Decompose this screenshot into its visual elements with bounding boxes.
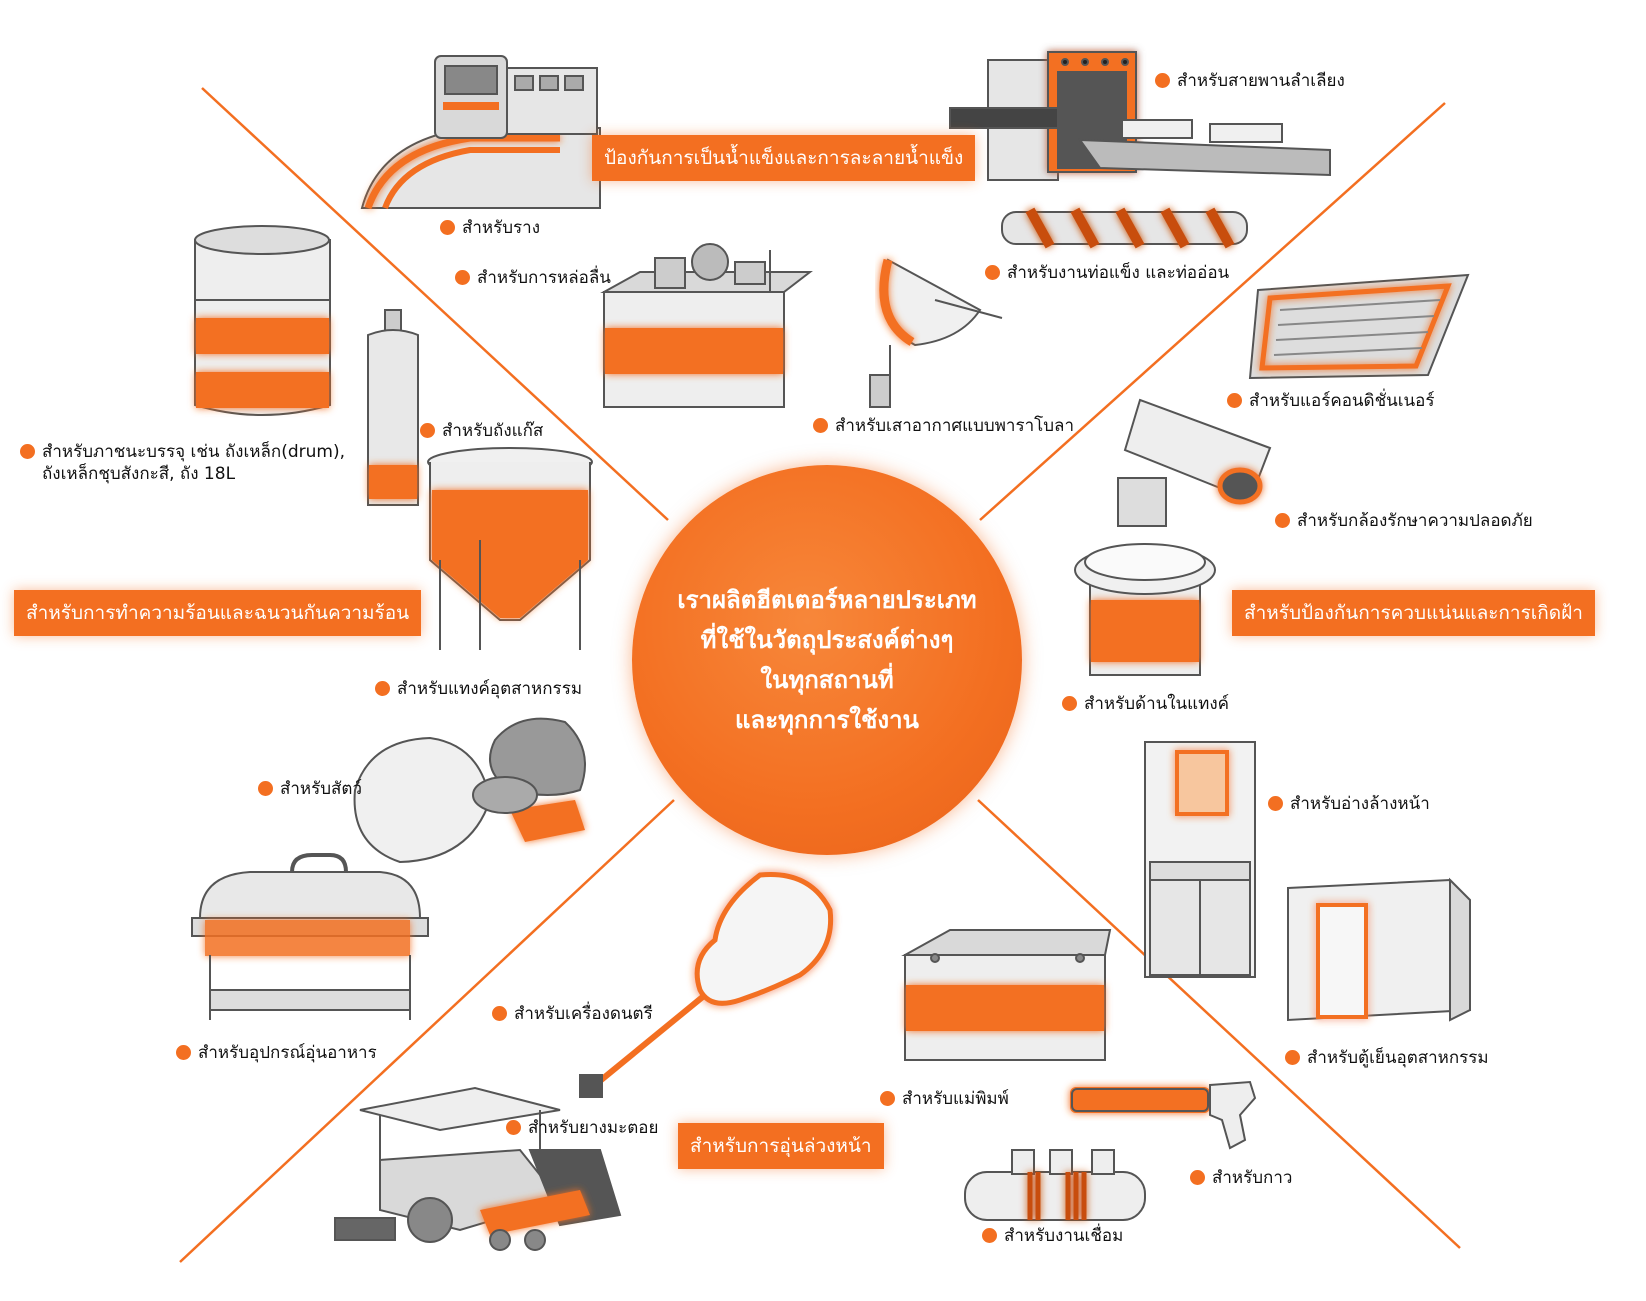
gas-cylinder-icon bbox=[367, 309, 419, 506]
label-glue: สำหรับกาว bbox=[1190, 1167, 1292, 1189]
label-camera: สำหรับกล้องรักษาความปลอดภัย bbox=[1275, 510, 1533, 532]
security-camera-icon bbox=[1117, 398, 1272, 527]
bullet-icon bbox=[813, 418, 828, 433]
label-weld: สำหรับงานเชื่อม bbox=[982, 1225, 1123, 1247]
animal-rocks-icon bbox=[353, 717, 586, 864]
tank-lid-icon bbox=[1074, 543, 1216, 676]
center-line-4: และทุกการใช้งาน bbox=[735, 706, 919, 734]
walk-in-fridge-icon bbox=[1287, 877, 1471, 1022]
label-tank-inside: สำหรับด้านในแทงค์ bbox=[1062, 693, 1229, 715]
category-heating: สำหรับการทำความร้อนและฉนวนกันความร้อน bbox=[14, 590, 422, 636]
bullet-icon bbox=[982, 1228, 997, 1243]
bullet-icon bbox=[1268, 796, 1283, 811]
center-circle: เราผลิตฮีตเตอร์หลายประเภท ที่ใช้ในวัตถุป… bbox=[632, 465, 1022, 855]
category-condensation: สำหรับป้องกันการควบแน่นและการเกิดฝ้า bbox=[1232, 590, 1595, 636]
bullet-icon bbox=[1155, 73, 1170, 88]
label-conveyor: สำหรับสายพานลำเลียง bbox=[1155, 70, 1345, 92]
glue-gun-icon bbox=[1070, 1080, 1257, 1150]
label-lubrication: สำหรับการหล่อลื่น bbox=[455, 267, 611, 289]
food-warmer-icon bbox=[191, 853, 429, 1020]
bullet-icon bbox=[258, 781, 273, 796]
bullet-icon bbox=[1190, 1170, 1205, 1185]
center-line-2: ที่ใช้ในวัตถุประสงค์ต่างๆ bbox=[700, 626, 954, 654]
label-pipe: สำหรับงานท่อแข็ง และท่ออ่อน bbox=[985, 262, 1229, 284]
label-food: สำหรับอุปกรณ์อุ่นอาหาร bbox=[176, 1042, 377, 1064]
category-antifreeze: ป้องกันการเป็นน้ำแข็งและการละลายน้ำแข็ง bbox=[592, 135, 976, 181]
bullet-icon bbox=[1227, 393, 1242, 408]
train-icon bbox=[360, 55, 601, 210]
label-rail: สำหรับราง bbox=[440, 217, 540, 239]
label-asphalt: สำหรับยางมะตอย bbox=[506, 1117, 658, 1139]
weld-pipe-icon bbox=[964, 1149, 1146, 1221]
bullet-icon bbox=[880, 1091, 895, 1106]
bullet-icon bbox=[375, 681, 390, 696]
center-line-1: เราผลิตฮีตเตอร์หลายประเภท bbox=[677, 586, 977, 614]
label-animal: สำหรับสัตว์ bbox=[258, 778, 362, 800]
divider-lines bbox=[179, 87, 1461, 1263]
label-industrial-tank: สำหรับแทงค์อุตสาหกรรม bbox=[375, 678, 582, 700]
guitar-icon bbox=[579, 871, 834, 1098]
label-aircon: สำหรับแอร์คอนดิชั่นเนอร์ bbox=[1227, 390, 1435, 412]
category-preheat: สำหรับการอุ่นล่วงหน้า bbox=[678, 1123, 884, 1169]
bullet-icon bbox=[20, 444, 35, 459]
bullet-icon bbox=[176, 1045, 191, 1060]
aircon-vent-icon bbox=[1248, 273, 1470, 380]
industrial-tank-icon bbox=[427, 447, 593, 650]
bullet-icon bbox=[1275, 513, 1290, 528]
bullet-icon bbox=[440, 220, 455, 235]
label-gas: สำหรับถังแก๊ส bbox=[420, 420, 543, 442]
label-fridge: สำหรับตู้เย็นอุตสาหกรรม bbox=[1285, 1047, 1489, 1069]
label-basin: สำหรับอ่างล้างหน้า bbox=[1268, 793, 1430, 815]
label-mold: สำหรับแม่พิมพ์ bbox=[880, 1088, 1009, 1110]
center-line-3: ในทุกสถานที่ bbox=[760, 666, 894, 694]
bullet-icon bbox=[1062, 696, 1077, 711]
label-instrument: สำหรับเครื่องดนตรี bbox=[492, 1003, 653, 1025]
bullet-icon bbox=[455, 270, 470, 285]
bullet-icon bbox=[506, 1120, 521, 1135]
label-parabola: สำหรับเสาอากาศแบบพาราโบลา bbox=[813, 415, 1074, 437]
wash-basin-icon bbox=[1144, 741, 1256, 978]
bullet-icon bbox=[1285, 1050, 1300, 1065]
label-container: สำหรับภาชนะบรรจุ เช่น ถังเหล็ก(drum),ถัง… bbox=[20, 441, 345, 485]
conveyor-icon bbox=[949, 51, 1331, 181]
bullet-icon bbox=[420, 423, 435, 438]
mold-box-icon bbox=[901, 929, 1112, 1061]
asphalt-paver-icon bbox=[334, 1086, 622, 1251]
bullet-icon bbox=[492, 1006, 507, 1021]
pipe-icon bbox=[1001, 207, 1248, 249]
drum-icon bbox=[194, 225, 331, 416]
lubrication-machine-icon bbox=[600, 243, 813, 408]
parabola-antenna-icon bbox=[869, 258, 1003, 408]
bullet-icon bbox=[985, 265, 1000, 280]
